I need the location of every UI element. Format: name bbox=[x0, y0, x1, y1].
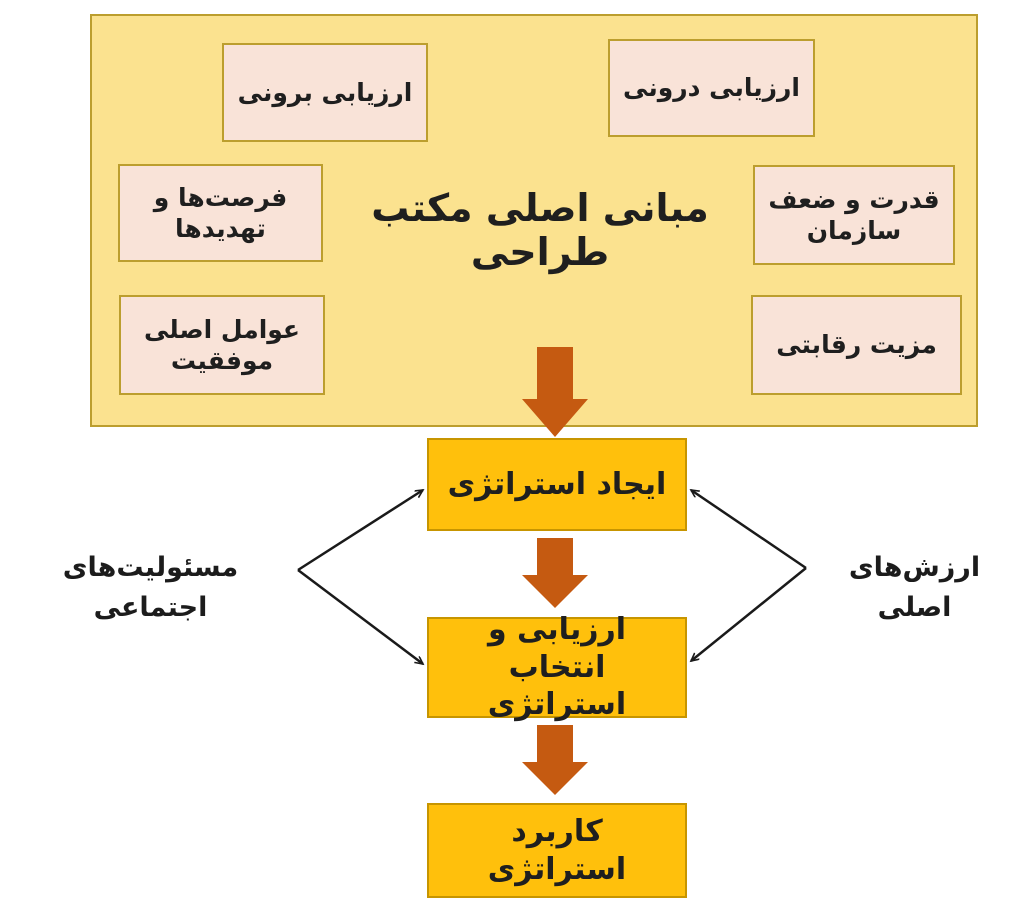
box-competitive-advantage: مزیت رقابتی bbox=[751, 295, 962, 395]
connector-left-bottom bbox=[297, 569, 423, 664]
box-key-success-factors: عوامل اصلی موفقیت bbox=[119, 295, 325, 395]
box-create-strategy: ایجاد استراتژی bbox=[427, 438, 687, 531]
box-evaluate-select-strategy: ارزیابی و انتخاب استراتژی bbox=[427, 612, 687, 722]
connector-right-top bbox=[691, 488, 807, 570]
box-strengths-weaknesses: قدرت و ضعف سازمان bbox=[753, 165, 955, 265]
connector-left-top bbox=[297, 488, 423, 572]
box-external-evaluation: ارزیابی برونی bbox=[222, 43, 428, 142]
down-arrow-icon bbox=[522, 538, 588, 608]
box-internal-evaluation: ارزیابی درونی bbox=[608, 39, 815, 137]
down-arrow-icon bbox=[522, 725, 588, 795]
down-arrow-icon bbox=[522, 347, 588, 437]
design-school-title: مبانی اصلی مکتب طراحی bbox=[371, 186, 709, 274]
box-opportunities-threats: فرصت‌ها و تهدیدها bbox=[118, 164, 323, 262]
label-core-values: ارزش‌های اصلی bbox=[848, 552, 981, 623]
box-apply-strategy: کاربرد استراتژی bbox=[427, 803, 687, 898]
connector-right-bottom bbox=[691, 567, 807, 661]
label-social-responsibilities: مسئولیت‌های اجتماعی bbox=[62, 552, 239, 623]
